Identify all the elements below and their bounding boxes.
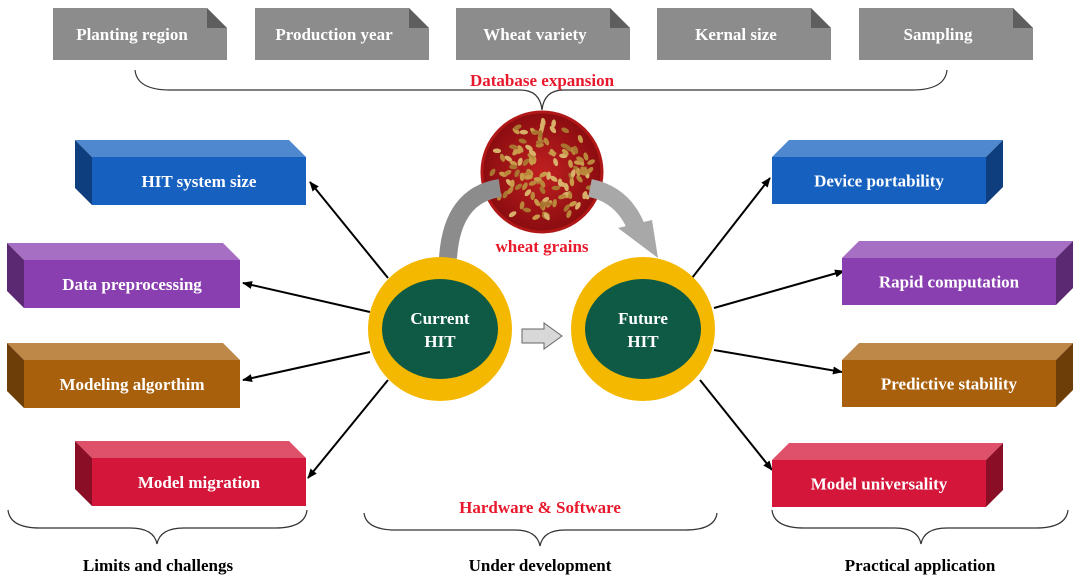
curved-flow-arrow (439, 179, 658, 259)
wheat-grains-label: wheat grains (495, 237, 588, 256)
progress-arrow (521, 322, 563, 350)
top-tab-label: Kernal size (695, 25, 777, 44)
right-box-0-label: Device portability (814, 172, 944, 191)
bottom-label-practical: Practical application (845, 556, 996, 575)
wheat-grains-image (480, 110, 604, 234)
current-hit-line1: Current (410, 309, 470, 328)
future-hit-line2: HIT (627, 332, 659, 351)
top-tab-label: Sampling (904, 25, 973, 44)
left-box-2: Modeling algorthim (7, 343, 240, 408)
right-box-2: Predictive stability (842, 343, 1073, 407)
left-box-0: HIT system size (75, 140, 306, 205)
top-tab-1: Production year (255, 8, 429, 60)
left-connector-arrows (242, 181, 389, 479)
right-box-3: Model universality (772, 443, 1003, 507)
left-box-3-label: Model migration (138, 473, 261, 492)
right-box-3-label: Model universality (811, 475, 948, 494)
top-tab-label: Wheat variety (483, 25, 587, 44)
top-tab-2: Wheat variety (456, 8, 630, 60)
left-box-3: Model migration (75, 441, 306, 506)
top-tab-3: Kernal size (657, 8, 831, 60)
current-hit-node: Current HIT (368, 257, 512, 401)
bottom-label-development: Under development (469, 556, 612, 575)
left-box-0-label: HIT system size (142, 172, 257, 191)
top-category-tabs: Planting region Production year Wheat vari… (53, 8, 1033, 60)
right-box-1-label: Rapid computation (879, 273, 1020, 292)
bottom-label-limits: Limits and challengs (83, 556, 234, 575)
top-tab-4: Sampling (859, 8, 1033, 60)
left-box-1-label: Data preprocessing (62, 275, 202, 294)
top-tab-label: Planting region (76, 25, 188, 44)
hardware-software-label: Hardware & Software (459, 498, 621, 517)
right-box-1: Rapid computation (842, 241, 1073, 305)
top-tab-label: Production year (275, 25, 393, 44)
future-hit-line1: Future (618, 309, 668, 328)
future-hit-node: Future HIT (571, 257, 715, 401)
top-tab-0: Planting region (53, 8, 227, 60)
database-expansion-label: Database expansion (470, 71, 615, 90)
right-box-2-label: Predictive stability (881, 375, 1018, 394)
database-brace (134, 69, 948, 111)
left-box-1: Data preprocessing (7, 243, 240, 308)
bottom-braces (7, 509, 1069, 547)
right-box-0: Device portability (772, 140, 1003, 204)
right-connector-arrows (691, 177, 845, 471)
left-box-2-label: Modeling algorthim (60, 375, 205, 394)
current-hit-line2: HIT (424, 332, 456, 351)
